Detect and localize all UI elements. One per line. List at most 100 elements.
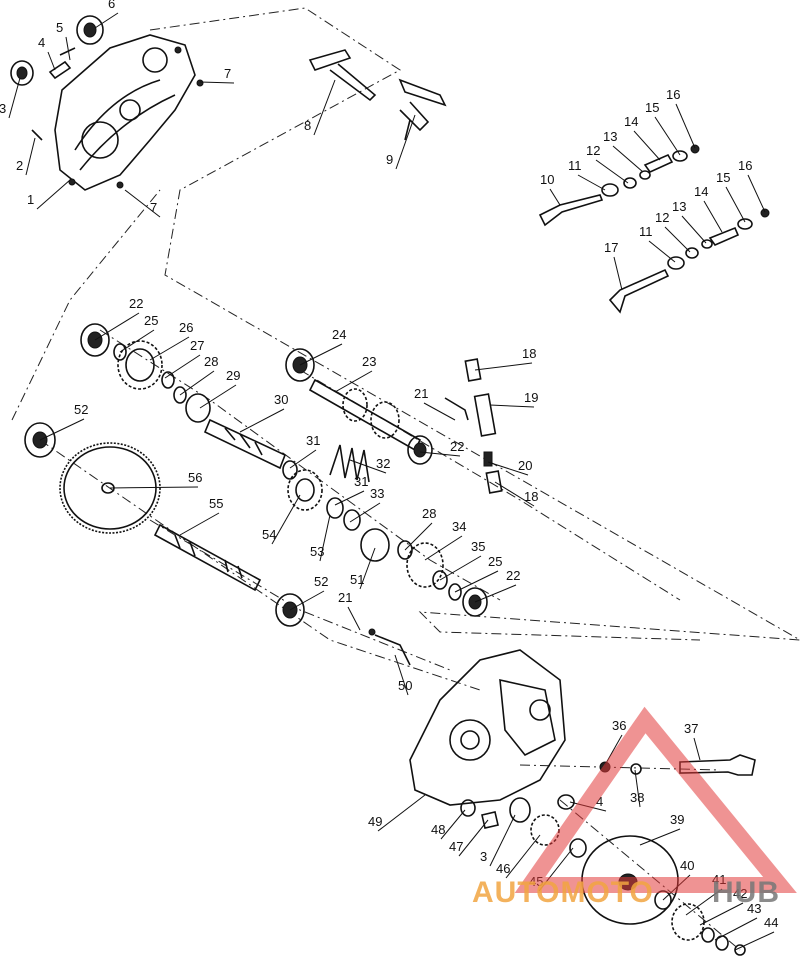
- callout-leader-10: [549, 188, 561, 206]
- automotohub-watermark-logo: AUTOMOTO HUB: [472, 706, 797, 909]
- callout-number-14: 14: [624, 114, 638, 129]
- callout-number-55: 55: [209, 496, 223, 511]
- callout-leader-14: [633, 130, 661, 161]
- callout-number-22: 22: [506, 568, 520, 583]
- callout-leader-13: [612, 145, 644, 173]
- callout-leader-37: [693, 737, 701, 761]
- callout-number-52: 52: [314, 574, 328, 589]
- callout-number-8: 8: [304, 118, 311, 133]
- callout-number-30: 30: [274, 392, 288, 407]
- callout-number-18: 18: [522, 346, 536, 361]
- callout-number-31: 31: [306, 433, 320, 448]
- callout-number-18: 18: [524, 489, 538, 504]
- callout-leader-8: [313, 79, 336, 136]
- callout-number-49: 49: [368, 814, 382, 829]
- shift-drum-parts: [444, 358, 503, 494]
- callout-number-21: 21: [414, 386, 428, 401]
- callout-leader-7: [124, 189, 161, 218]
- callout-number-27: 27: [190, 338, 204, 353]
- callout-number-13: 13: [603, 129, 617, 144]
- callout-leader-6: [94, 12, 119, 29]
- callout-leader-22: [94, 312, 140, 341]
- callout-leader-14: [703, 200, 723, 233]
- callout-leader-22: [474, 584, 517, 603]
- callout-number-19: 19: [524, 390, 538, 405]
- callout-leader-16: [675, 103, 696, 149]
- callout-number-12: 12: [655, 210, 669, 225]
- callout-leader-49: [377, 794, 426, 832]
- output-gear-assembly: [24, 422, 305, 627]
- callout-number-44: 44: [764, 915, 778, 930]
- middle-shaft-parts: [282, 444, 488, 617]
- callout-leader-34: [424, 535, 463, 561]
- callout-number-6: 6: [108, 0, 115, 11]
- countershaft-assembly: [285, 348, 433, 465]
- callout-leader-15: [725, 186, 746, 223]
- callout-leader-15: [654, 116, 681, 156]
- callout-leader-24: [299, 343, 343, 366]
- callout-leader-33: [349, 502, 381, 523]
- callout-number-24: 24: [332, 327, 346, 342]
- left-case-half: [54, 34, 196, 191]
- callout-leader-23: [334, 370, 373, 393]
- shift-forks: [308, 49, 447, 141]
- callout-leader-28: [404, 522, 433, 551]
- callout-leader-19: [489, 404, 535, 408]
- callout-number-50: 50: [398, 678, 412, 693]
- svg-text:HUB: HUB: [712, 876, 780, 909]
- callout-leader-18: [474, 362, 533, 371]
- callout-number-9: 9: [386, 152, 393, 167]
- callout-leader-5: [65, 36, 71, 61]
- callout-leader-52: [39, 418, 85, 441]
- callout-number-22: 22: [129, 296, 143, 311]
- callout-labels: 1234567789101112131415161112131415161718…: [0, 0, 778, 951]
- callout-number-16: 16: [738, 158, 752, 173]
- callout-number-52: 52: [74, 402, 88, 417]
- callout-number-40: 40: [680, 858, 694, 873]
- callout-leader-30: [239, 408, 285, 433]
- shift-shaft-upper: [538, 144, 700, 227]
- callout-leader-11: [577, 174, 606, 191]
- callout-leader-35: [439, 555, 482, 581]
- callout-leader-1: [36, 179, 71, 210]
- callout-number-12: 12: [586, 143, 600, 158]
- callout-number-35: 35: [471, 539, 485, 554]
- callout-leader-4: [47, 51, 56, 71]
- callout-leader-18: [494, 481, 535, 507]
- callout-number-33: 33: [370, 486, 384, 501]
- callout-number-29: 29: [226, 368, 240, 383]
- callout-leader-25: [119, 329, 155, 353]
- callout-leader-29: [199, 384, 237, 409]
- callout-number-11: 11: [568, 158, 582, 173]
- callout-number-3: 3: [0, 101, 6, 116]
- callout-number-53: 53: [310, 544, 324, 559]
- callout-number-28: 28: [422, 506, 436, 521]
- callout-number-1: 1: [27, 192, 34, 207]
- callout-leader-55: [179, 512, 220, 536]
- callout-leader-56: [109, 486, 199, 489]
- callout-number-51: 51: [350, 572, 364, 587]
- left-case-small-parts: [10, 15, 204, 189]
- callout-number-48: 48: [431, 822, 445, 837]
- callout-leader-46: [505, 834, 541, 879]
- callout-number-32: 32: [376, 456, 390, 471]
- callout-number-3: 3: [480, 849, 487, 864]
- callout-leader-48: [440, 809, 466, 840]
- callout-number-25: 25: [488, 554, 502, 569]
- callout-leader-53: [319, 514, 331, 562]
- callout-number-17: 17: [604, 240, 618, 255]
- callout-leader-54: [271, 494, 301, 545]
- callout-leader-12: [595, 159, 629, 184]
- callout-number-38: 38: [630, 790, 644, 805]
- callout-number-28: 28: [204, 354, 218, 369]
- callout-number-56: 56: [188, 470, 202, 485]
- callout-leader-41: [685, 888, 723, 916]
- callout-leader-7: [199, 81, 235, 84]
- callout-number-5: 5: [56, 20, 63, 35]
- callout-leader-38: [634, 769, 641, 808]
- callout-leader-13: [681, 215, 707, 244]
- callout-number-4: 4: [38, 35, 45, 50]
- callout-leader-31: [289, 449, 317, 469]
- callout-number-39: 39: [670, 812, 684, 827]
